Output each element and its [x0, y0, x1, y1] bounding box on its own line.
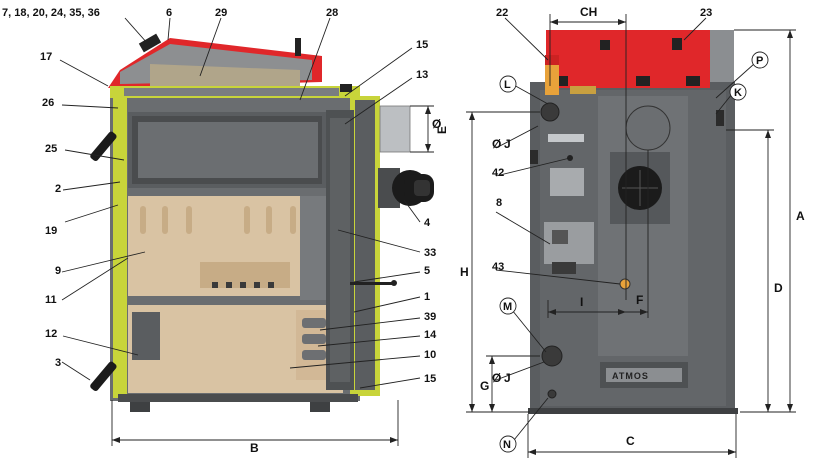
label-5: 5 [424, 265, 430, 277]
lower-door-handle [90, 361, 117, 392]
section-view: 7, 18, 20, 24, 35, 36 6 29 28 15 13 17 2… [2, 7, 449, 455]
callout-k: K [734, 87, 742, 99]
callout-p-circle [751, 51, 769, 69]
connection-m [541, 345, 563, 367]
label-top-group: 7, 18, 20, 24, 35, 36 [2, 7, 100, 19]
brand-text: ATMOS [612, 371, 649, 381]
dim-j2: J [504, 371, 511, 385]
label-23: 23 [700, 7, 712, 19]
dimension-arrows-right [469, 19, 793, 455]
rear-top-cover [546, 30, 710, 88]
rear-view: ATMOS [460, 5, 805, 458]
label-10: 10 [424, 349, 436, 361]
label-42: 42 [492, 167, 504, 179]
callout-n: N [503, 439, 511, 451]
dim-i: I [580, 295, 583, 309]
label-9: 9 [55, 265, 61, 277]
callout-l: L [504, 79, 511, 91]
label-14: 14 [424, 329, 437, 341]
label-2: 2 [55, 183, 61, 195]
dim-j2-diameter: Ø [492, 371, 501, 385]
label-17: 17 [40, 51, 52, 63]
label-1: 1 [424, 291, 430, 303]
label-43: 43 [492, 261, 504, 273]
flue-outlet [380, 106, 410, 152]
callout-l-circle [499, 75, 517, 93]
connection-n [547, 389, 557, 399]
label-26: 26 [42, 97, 54, 109]
label-22: 22 [496, 7, 508, 19]
label-15-bottom: 15 [424, 373, 436, 385]
label-25: 25 [45, 143, 57, 155]
label-28: 28 [326, 7, 338, 19]
exhaust-fan [378, 168, 434, 208]
dim-g: G [480, 379, 489, 393]
front-panel [113, 98, 127, 398]
label-12: 12 [45, 328, 57, 340]
dim-a: A [796, 209, 805, 223]
dim-h: H [460, 265, 469, 279]
label-6: 6 [166, 7, 172, 19]
dim-d: D [774, 281, 783, 295]
dim-ch: CH [580, 5, 597, 19]
callout-p: P [756, 55, 763, 67]
label-8: 8 [496, 197, 502, 209]
label-11: 11 [45, 294, 57, 306]
flue-opening [625, 105, 671, 151]
label-29: 29 [215, 7, 227, 19]
connection-l [540, 102, 560, 122]
dim-j1-diameter: Ø [492, 137, 501, 151]
dim-e-diameter: Ø [432, 117, 441, 131]
callout-k-circle [729, 83, 747, 101]
label-3: 3 [55, 357, 61, 369]
base [118, 394, 358, 402]
dim-f: F [636, 293, 643, 307]
callout-m-circle [499, 297, 517, 315]
dim-j1: J [504, 137, 511, 151]
leader-lines-left [59, 17, 421, 389]
dim-c: C [626, 434, 635, 448]
label-4: 4 [424, 217, 431, 229]
callout-m: M [503, 301, 512, 313]
label-39: 39 [424, 311, 436, 323]
label-33: 33 [424, 247, 436, 259]
label-19: 19 [45, 225, 57, 237]
label-15-top: 15 [416, 39, 428, 51]
dim-b: B [250, 441, 259, 455]
label-13: 13 [416, 69, 428, 81]
callout-n-circle [499, 435, 517, 453]
upper-door-handle [90, 131, 117, 162]
dim-e: E [435, 126, 449, 134]
dimension-lines-right [466, 14, 796, 458]
